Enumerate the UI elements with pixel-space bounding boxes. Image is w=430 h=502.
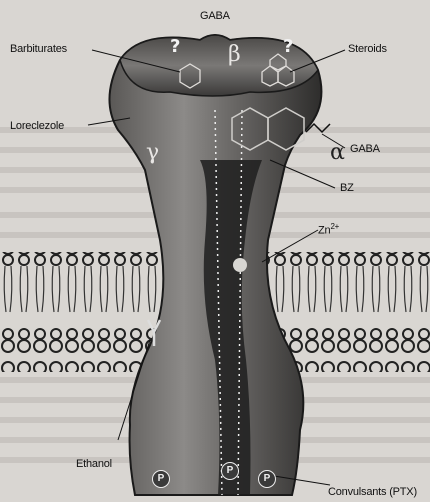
question-mark-left: ? — [170, 36, 180, 57]
label-ethanol: Ethanol — [76, 458, 112, 470]
zn-text: Zn — [318, 225, 330, 237]
zinc-ion — [233, 258, 247, 272]
label-zn: Zn2+ — [318, 222, 339, 237]
subunit-beta: β — [228, 42, 241, 67]
label-barbiturates: Barbiturates — [10, 43, 67, 55]
label-steroids: Steroids — [348, 43, 387, 55]
zn-charge: 2+ — [330, 222, 339, 231]
label-convulsants: Convulsants (PTX) — [328, 486, 417, 498]
label-gaba-top: GABA — [200, 10, 230, 22]
label-bz: BZ — [340, 182, 354, 194]
phospho-site-right: P — [258, 470, 276, 488]
label-gaba-right: GABA — [350, 143, 380, 155]
phospho-site-center: P — [221, 462, 239, 480]
label-loreclezole: Loreclezole — [10, 120, 64, 132]
subunit-alpha: α — [330, 140, 345, 165]
phospho-site-left: P — [152, 470, 170, 488]
subunit-gamma: γ — [146, 140, 159, 165]
question-mark-right: ? — [283, 36, 293, 57]
